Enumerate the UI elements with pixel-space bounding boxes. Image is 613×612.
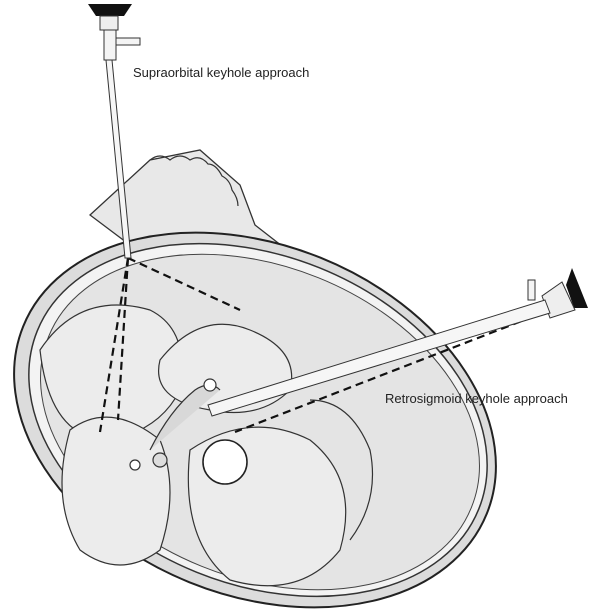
supraorbital-endoscope bbox=[88, 4, 141, 259]
supraorbital-approach-label: Supraorbital keyhole approach bbox=[133, 65, 310, 80]
cranial-fossae bbox=[39, 304, 374, 587]
retrosigmoid-endoscope bbox=[207, 268, 588, 417]
retrosigmoid-approach-label: Retrosigmoid keyhole approach bbox=[385, 391, 568, 406]
